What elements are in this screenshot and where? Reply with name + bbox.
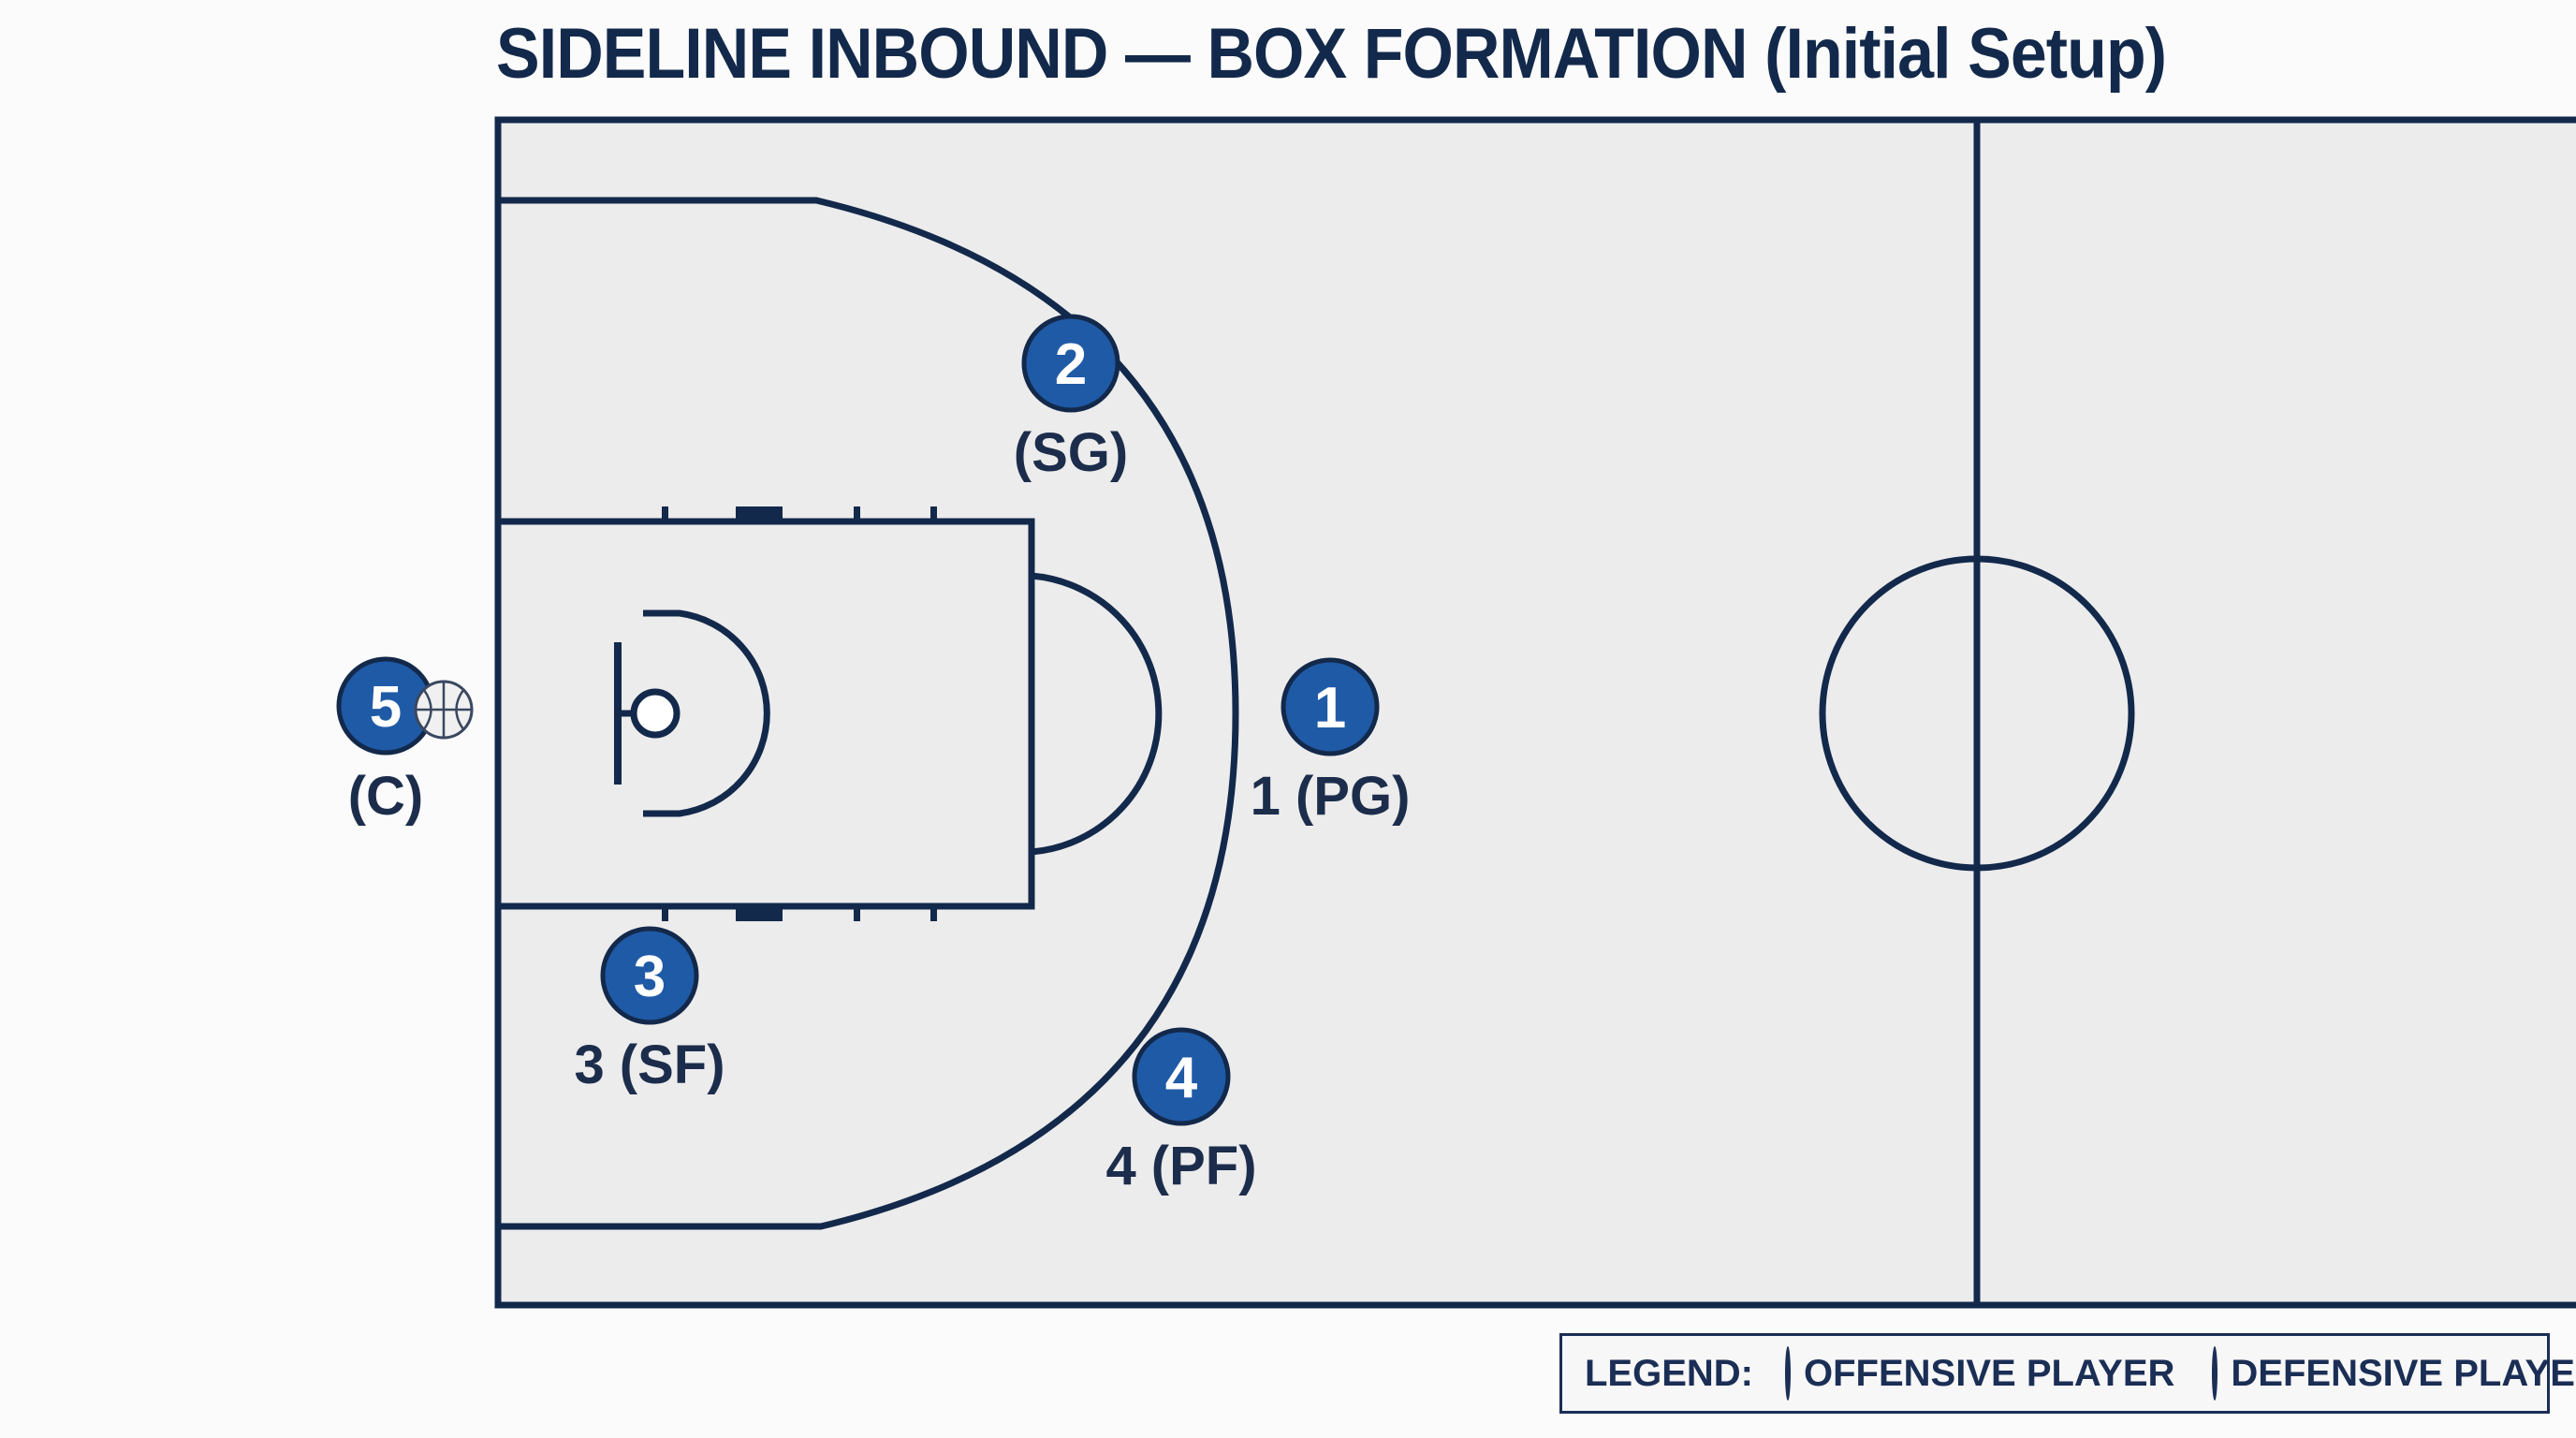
legend-box: LEGEND: OFFENSIVE PLAYER DEFENSIVE PLAYE… [1559,1333,2576,1414]
restricted-area [643,609,770,817]
player-number: 1 [1314,676,1346,741]
defensive-player-swatch [2212,1346,2218,1401]
legend-title: LEGEND: [1585,1352,1753,1394]
player-4: 4 4 (PF) [1105,1027,1257,1196]
court-floor [498,120,2576,1305]
player-position-label: 4 (PF) [1105,1136,1256,1196]
center-circle [1819,555,2135,872]
player-2: 2 (SG) [1014,314,1128,483]
legend-offensive-label: OFFENSIVE PLAYER [1804,1352,2175,1394]
player-position-label: (C) [348,766,424,827]
player-marker [600,926,699,1025]
player-position-label: 1 (PG) [1251,766,1411,827]
player-number: 3 [634,945,666,1009]
player-position-label: (SG) [1014,422,1128,483]
player-position-label: 3 (SF) [574,1034,724,1095]
free-throw-circle [1031,572,1163,856]
player-5: 5 (C) [336,656,435,827]
player-number: 4 [1165,1046,1198,1110]
offensive-player-swatch [1785,1346,1791,1401]
lane-hash-marks-top [662,506,937,521]
players-layer: 1 1 (PG) 2 (SG) 3 3 (SF) 4 4 (PF) 5 (C) [336,314,1411,1196]
player-marker [1281,657,1380,756]
player-1: 1 1 (PG) [1251,657,1411,827]
legend-defensive-label: DEFENSIVE PLAYER [2231,1352,2576,1394]
player-number: 5 [370,675,402,740]
basketball-icon [414,680,474,740]
lane-hash-marks-bottom [662,906,937,921]
hoop-rim [630,688,681,739]
three-point-line [498,197,1239,1230]
player-marker [1132,1027,1231,1126]
player-number: 2 [1055,332,1087,397]
diagram-title: SIDELINE INBOUND — BOX FORMATION (Initia… [496,14,2167,94]
player-3: 3 3 (SF) [574,926,725,1095]
player-marker [1021,314,1120,413]
